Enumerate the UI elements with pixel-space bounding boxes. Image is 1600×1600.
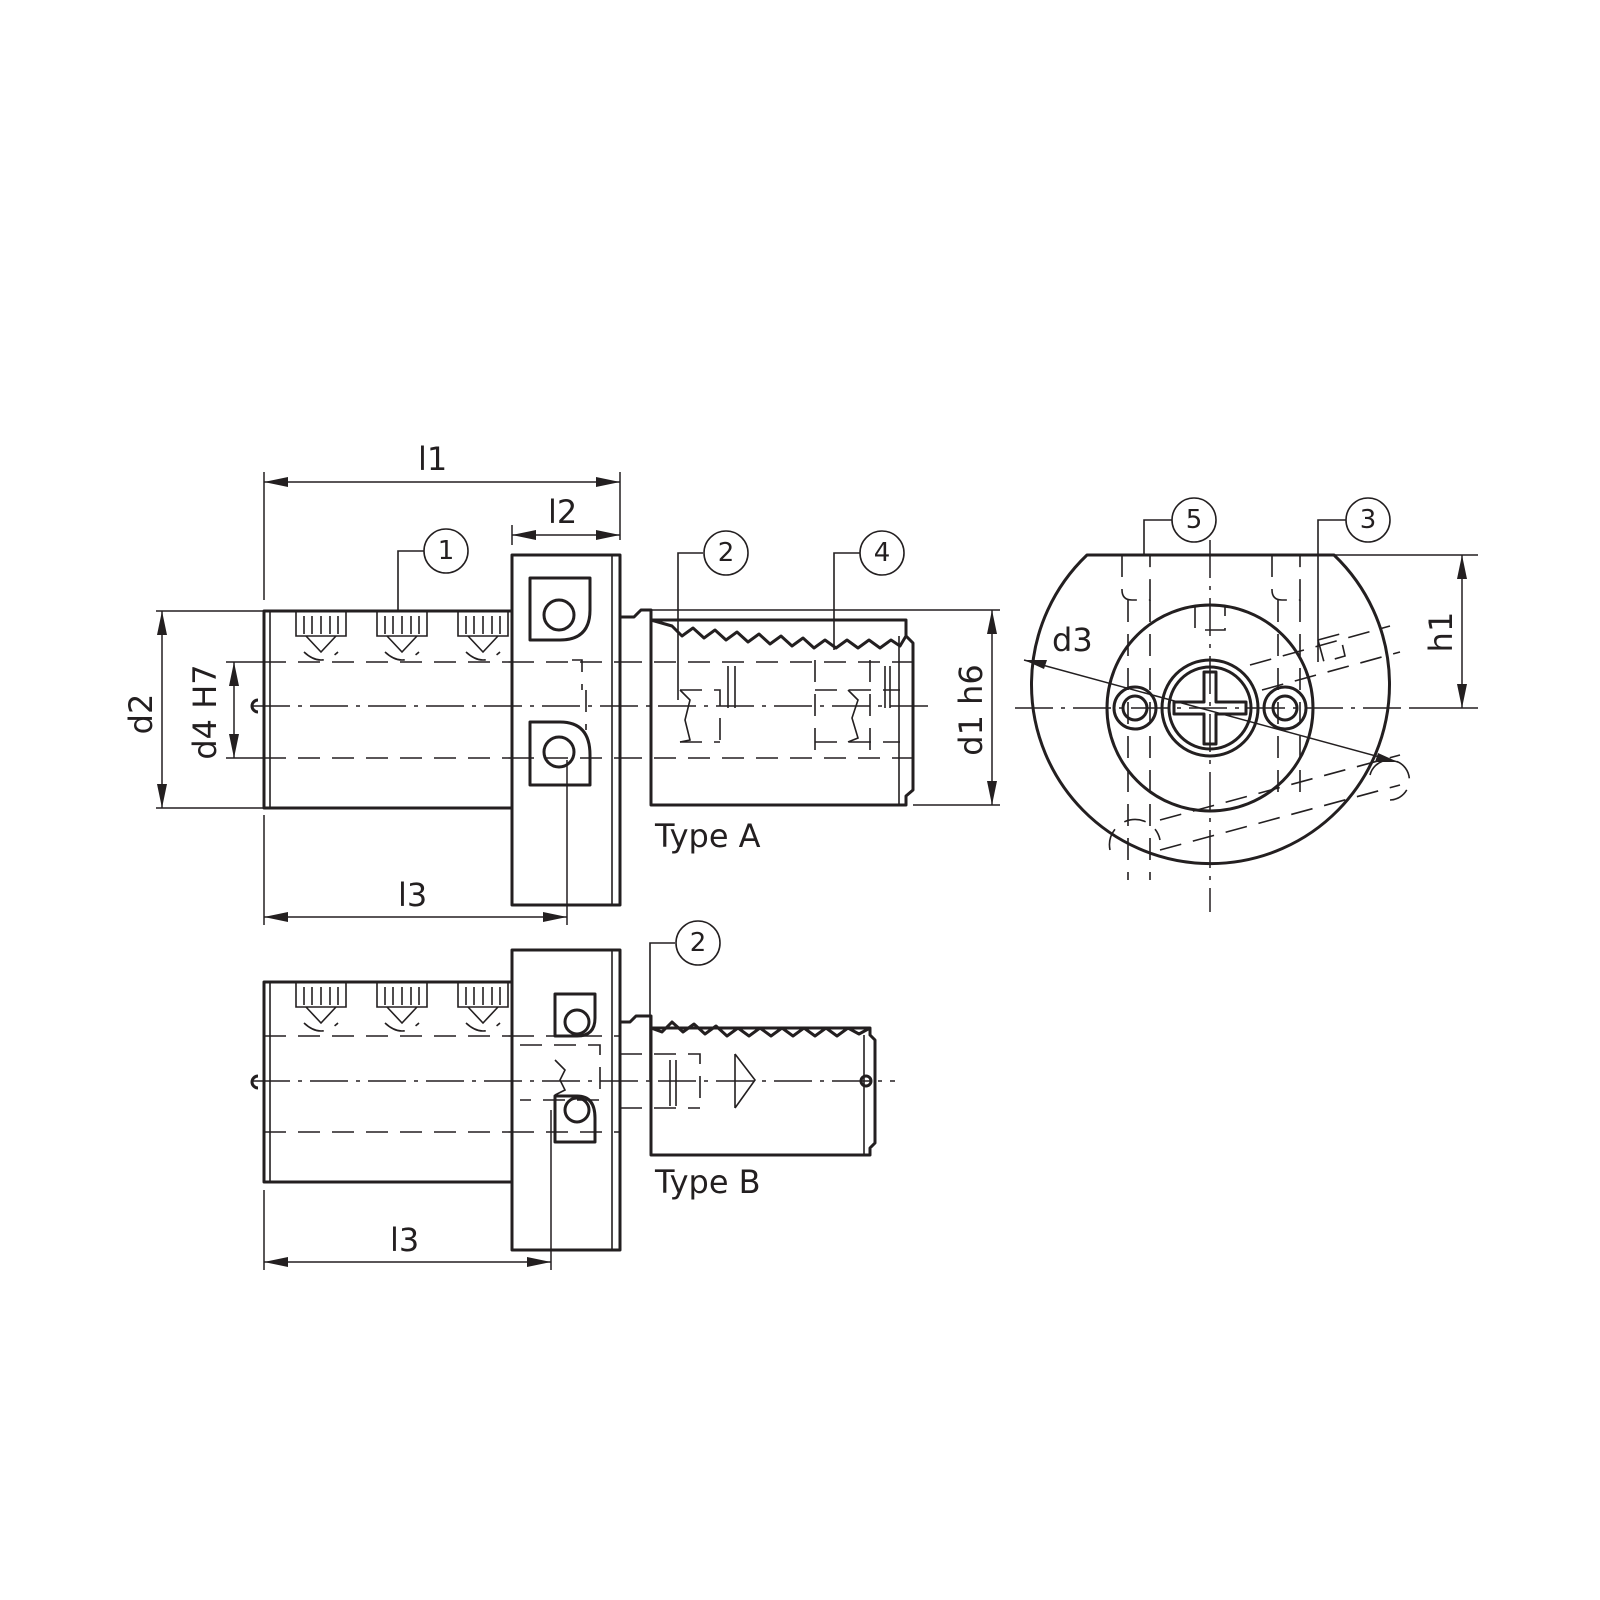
dim-l3-type-b: l3 — [263, 1110, 552, 1270]
svg-text:d4 H7: d4 H7 — [186, 664, 224, 759]
svg-text:2: 2 — [718, 538, 735, 568]
type-b-body — [262, 980, 514, 1184]
svg-text:d1 h6: d1 h6 — [952, 664, 990, 755]
type-a-flange-pocket-bottom — [528, 720, 592, 787]
type-b-view: Type B — [250, 948, 895, 1252]
svg-text:1: 1 — [438, 536, 455, 566]
svg-text:l1: l1 — [418, 440, 447, 478]
callout-1: 1 — [397, 528, 469, 612]
svg-text:h1: h1 — [1422, 612, 1460, 653]
svg-text:l2: l2 — [548, 493, 577, 531]
callout-4: 4 — [833, 530, 905, 650]
dim-l2: l2 — [511, 493, 620, 545]
type-a-body — [262, 609, 514, 810]
callout-5: 5 — [1143, 497, 1217, 555]
type-a-top-screws — [295, 611, 509, 661]
type-b-flange-pocket-top — [553, 992, 597, 1038]
callout-3: 3 — [1317, 497, 1391, 662]
type-b-serration — [650, 1020, 871, 1038]
type-a-label: Type A — [654, 817, 761, 855]
type-b-flange-pocket-bottom — [553, 1094, 597, 1144]
type-a-flange — [510, 553, 622, 907]
dim-l3-type-a: l3 — [263, 760, 568, 925]
type-b-top-screws — [295, 982, 509, 1032]
end-view-outer — [1030, 553, 1391, 865]
type-a-shank — [620, 608, 915, 807]
dim-h1: h1 — [1334, 554, 1478, 709]
dim-d2: d2 — [122, 610, 264, 809]
type-b-shank — [620, 1014, 877, 1157]
type-b-flange — [510, 948, 622, 1252]
svg-text:l3: l3 — [398, 876, 427, 914]
dim-l1: l1 — [263, 440, 621, 600]
svg-text:5: 5 — [1186, 505, 1203, 535]
svg-text:2: 2 — [690, 928, 707, 958]
svg-text:d3: d3 — [1052, 621, 1093, 659]
dim-d3: d3 — [1023, 621, 1399, 763]
end-view — [1015, 540, 1411, 912]
dim-d4: d4 H7 — [186, 661, 264, 760]
svg-text:4: 4 — [874, 538, 891, 568]
dim-d1: d1 h6 — [640, 609, 1000, 806]
type-b-label: Type B — [654, 1163, 761, 1201]
type-a-flange-pocket-top — [528, 576, 592, 642]
svg-text:d2: d2 — [122, 694, 160, 735]
callout-2-type-b: 2 — [649, 920, 721, 1080]
type-a-serration — [650, 618, 908, 650]
callout-2-type-a: 2 — [677, 530, 749, 700]
end-view-cross — [1172, 670, 1248, 746]
type-a-view: Type A — [250, 553, 935, 907]
svg-text:3: 3 — [1360, 505, 1377, 535]
svg-text:l3: l3 — [390, 1221, 419, 1259]
